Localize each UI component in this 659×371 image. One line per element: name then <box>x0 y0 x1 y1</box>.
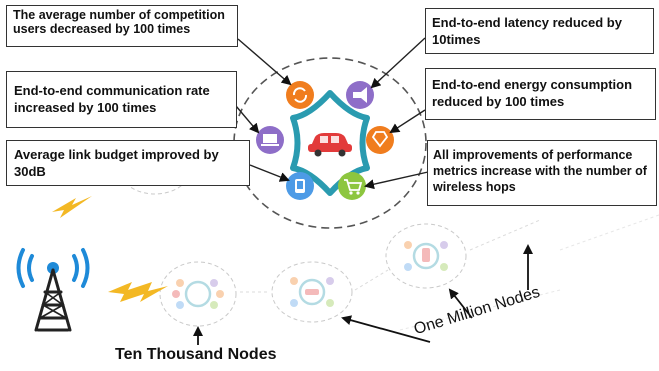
cart-icon <box>338 172 366 200</box>
lightning-icon <box>108 282 168 302</box>
connector-line <box>235 105 260 134</box>
phone-icon <box>286 172 314 200</box>
faded-node-cluster <box>385 223 467 289</box>
refresh-icon <box>286 81 314 109</box>
one-million-arrow <box>341 315 431 343</box>
car-icon <box>308 133 352 157</box>
megaphone-icon <box>346 81 374 109</box>
link-budget-box: Average link budget improved by 30dB <box>6 140 250 186</box>
radio-tower-icon <box>16 248 90 332</box>
connector-line <box>364 171 429 190</box>
faded-node-cluster <box>159 261 237 327</box>
connector-line <box>237 38 292 86</box>
central-node-boundary <box>233 57 427 229</box>
faded-link <box>469 219 541 251</box>
latency-box: End-to-end latency reduced by 10times <box>425 8 654 54</box>
competition-users-box: The average number of competition users … <box>6 5 238 47</box>
performance-box: All improvements of performance metrics … <box>427 140 657 206</box>
laptop-icon <box>256 126 284 154</box>
energy-box: End-to-end energy consumption reduced by… <box>425 68 656 120</box>
hub-star-outline <box>290 90 370 196</box>
communication-rate-box: End-to-end communication rate increased … <box>6 71 237 128</box>
ten-thousand-nodes-label: Ten Thousand Nodes <box>115 346 277 363</box>
faded-link <box>354 269 389 291</box>
diamond-icon <box>366 126 394 154</box>
connector-line <box>389 109 426 134</box>
lightning-icon <box>52 196 92 218</box>
faded-network <box>118 141 659 331</box>
faded-node-cluster <box>271 261 353 323</box>
connector-line <box>370 37 426 89</box>
faded-link <box>559 214 659 251</box>
connector-line <box>249 164 290 182</box>
one-million-arrow <box>448 288 473 319</box>
